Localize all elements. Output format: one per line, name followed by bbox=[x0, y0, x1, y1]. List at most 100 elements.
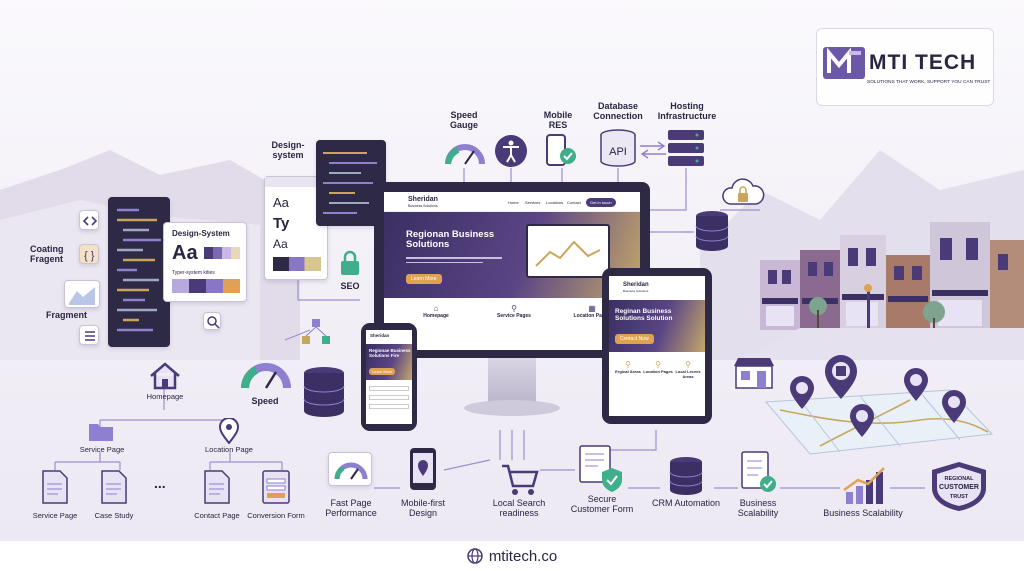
badge-line-3: TRUST bbox=[950, 494, 969, 500]
code-lines-icon bbox=[117, 208, 161, 332]
badge-line-1: REGIONAL bbox=[944, 476, 974, 482]
feature-homepage[interactable]: ⌂ Homepage bbox=[398, 304, 474, 319]
flow-label-business-scalability-1: Business Scalability bbox=[737, 498, 779, 519]
local-map bbox=[764, 389, 994, 455]
nav-services[interactable]: Services bbox=[525, 200, 541, 205]
label-speed: Speed bbox=[251, 396, 279, 406]
sitemap-leaf-service-page: Service Page bbox=[32, 511, 78, 520]
sync-arrows-icon bbox=[640, 141, 666, 159]
list-icon bbox=[79, 325, 99, 345]
hero-laptop-chart bbox=[526, 224, 610, 278]
phone-hero-title: Regionae Business Solutions Fire bbox=[369, 348, 411, 359]
feature-homepage-title: Homepage bbox=[423, 313, 449, 319]
desktop-website-screen: Sheridan Business Solutions Home Service… bbox=[384, 192, 640, 350]
phone-screen: Sheridan Regionae Business Solutions Fir… bbox=[366, 330, 412, 424]
flow-label-crm: CRM Automation bbox=[651, 498, 721, 508]
nav-cta-button[interactable]: Get in touch bbox=[586, 198, 616, 207]
flow-label-mobile-first: Mobile-first Design bbox=[400, 498, 445, 519]
phone-form-field-1[interactable] bbox=[369, 386, 409, 391]
site-company-name: Sheridan bbox=[408, 196, 438, 203]
checklist-icon bbox=[741, 451, 776, 492]
cloud-lock-icon bbox=[722, 178, 765, 205]
api-database-icon: API bbox=[600, 129, 636, 167]
map-pin-4-icon bbox=[942, 390, 966, 423]
braces-icon: { } bbox=[79, 244, 99, 264]
phone-company-name: Sheridan bbox=[370, 333, 390, 338]
storefront-street bbox=[740, 222, 1024, 360]
folder-icon bbox=[89, 424, 113, 441]
swatch-bar bbox=[204, 247, 240, 259]
sitemap-ellipsis: ... bbox=[154, 475, 166, 491]
regional-trust-badge: REGIONAL CUSTOMER TRUST bbox=[932, 462, 986, 511]
site-nav-bar: Sheridan Business Solutions Home Service… bbox=[384, 192, 640, 212]
label-fragment: Fragment bbox=[46, 310, 88, 320]
nav-locations[interactable]: Locations bbox=[546, 200, 564, 205]
footer-url-link[interactable]: mtitech.co bbox=[488, 547, 558, 565]
tablet-cta-button[interactable]: Contact Now bbox=[615, 334, 654, 344]
site-hero: Regionan Business Solutions Learn More bbox=[384, 212, 640, 298]
tablet-feature-3[interactable]: ⚲ Local Lecves Areas bbox=[673, 360, 703, 379]
nav-contact[interactable]: Contact bbox=[567, 200, 581, 205]
feature-location-pages[interactable]: ▦ Location Pages bbox=[554, 304, 630, 319]
flow-label-fast-page: Fast Page Performance bbox=[325, 498, 377, 519]
doc-icon-service-page bbox=[42, 470, 68, 504]
label-seo: SEO bbox=[340, 281, 360, 291]
site-company-sub: Business Solutions bbox=[408, 204, 438, 208]
design-system-card-title: Design-System bbox=[172, 229, 230, 238]
monitor-stand bbox=[488, 358, 536, 402]
nav-home[interactable]: Home bbox=[508, 200, 519, 205]
code-tag-icon bbox=[79, 210, 99, 230]
tablet-feature-1-label: Erginal Areas bbox=[615, 369, 641, 374]
footer-bar: mtitech.co bbox=[0, 541, 1024, 571]
form-icon-conversion bbox=[262, 470, 290, 504]
fast-page-gauge-card bbox=[328, 452, 372, 486]
type-sample-aa-small: Aa bbox=[273, 237, 288, 251]
accessibility-icon bbox=[495, 135, 527, 167]
type-sample-large: Aa bbox=[172, 242, 198, 264]
sitemap-leaf-contact-page: Contact Page bbox=[194, 511, 240, 520]
api-label: API bbox=[609, 146, 627, 158]
brand-name: MTI TECH bbox=[869, 51, 977, 74]
tablet-company-name: Sheridan bbox=[623, 282, 649, 288]
brand-tagline: SOLUTIONS THAT WORK, SUPPORT YOU CAN TRU… bbox=[867, 80, 991, 85]
phone-cta-button[interactable]: Learn More bbox=[369, 368, 396, 375]
small-storefront-icon bbox=[734, 358, 774, 389]
phone-form-field-2[interactable] bbox=[369, 395, 409, 400]
label-coating-fragment: Coating Fragent bbox=[30, 244, 64, 265]
doc-icon-contact-page bbox=[204, 470, 230, 504]
code-editor-panel bbox=[108, 197, 170, 347]
label-database-connection: Database Connection bbox=[593, 101, 643, 122]
map-pin-main-icon bbox=[825, 355, 857, 399]
database-icon bbox=[669, 457, 703, 495]
growth-chart-icon bbox=[843, 467, 885, 504]
tablet-feature-1[interactable]: ⚲ Erginal Areas bbox=[613, 360, 643, 374]
site-hero-title: Regionan Business Solutions bbox=[406, 229, 495, 251]
phone-pin-icon bbox=[410, 448, 436, 490]
map-pin-2-icon bbox=[850, 404, 874, 437]
shield-form-icon bbox=[579, 445, 622, 492]
svg-text:{ }: { } bbox=[84, 250, 95, 262]
sitemap-leaf-case-study: Case Study bbox=[94, 511, 134, 520]
location-pin-icon bbox=[218, 418, 240, 444]
color-swatches bbox=[172, 279, 240, 293]
tablet-feature-2[interactable]: ⚲ Location Pages bbox=[643, 360, 673, 374]
code-snippet-icon bbox=[323, 152, 377, 214]
site-feature-row: ⌂ Homepage ⚲ Service Pages ▦ Location Pa… bbox=[398, 304, 630, 344]
fragment-chart-icon bbox=[64, 280, 100, 308]
speed-gauge-large-icon bbox=[241, 363, 291, 389]
feature-service-pages[interactable]: ⚲ Service Pages bbox=[476, 304, 552, 319]
design-system-card: Design-System Aa Typer-system kities bbox=[163, 222, 247, 302]
label-hosting-infrastructure: Hosting Infrastructure bbox=[657, 101, 717, 122]
badge-line-2: CUSTOMER bbox=[939, 484, 979, 491]
server-rack-icon bbox=[668, 130, 704, 166]
tablet-hero: Reginan Business Solutions Solution Cont… bbox=[609, 300, 705, 352]
typography-card: Aa Ty Aa bbox=[264, 176, 329, 280]
type-sample-aa: Aa bbox=[273, 195, 289, 210]
hero-cta-button[interactable]: Learn More bbox=[406, 274, 442, 284]
database-stack-icon bbox=[303, 367, 345, 417]
label-design-system: Design- system bbox=[271, 140, 305, 161]
phone-form-field-3[interactable] bbox=[369, 404, 409, 409]
tablet-feature-2-label: Location Pages bbox=[643, 369, 673, 374]
